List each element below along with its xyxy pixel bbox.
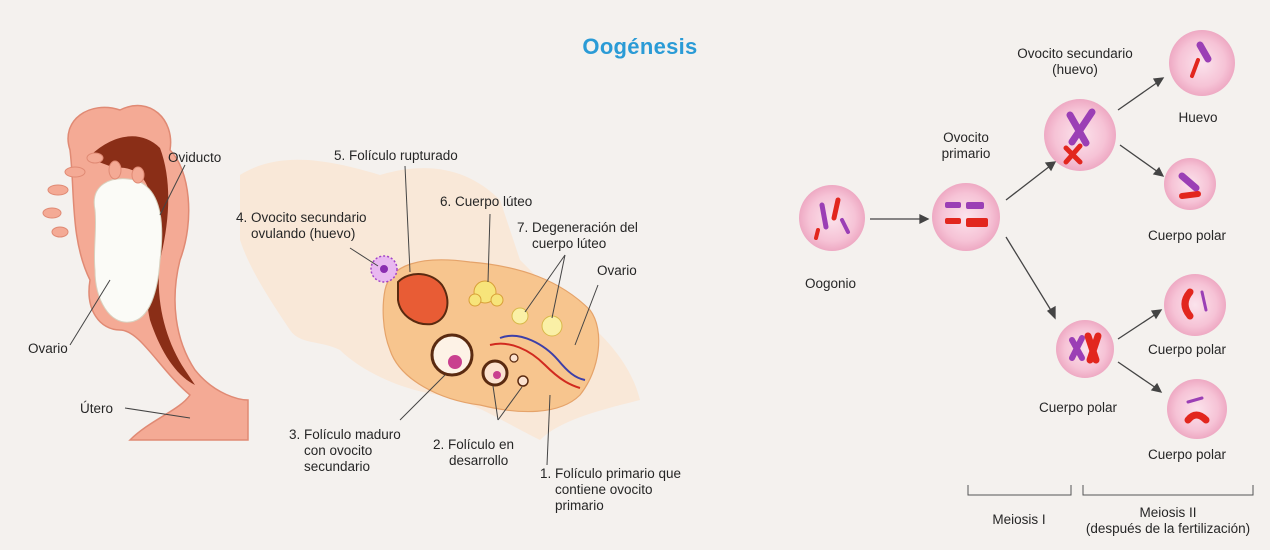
- label-cuerpo-polar-1: Cuerpo polar: [1148, 228, 1226, 244]
- label-foliculo-desarrollo-2: desarrollo: [449, 453, 508, 469]
- meiosis-arrows: [870, 78, 1163, 392]
- label-foliculo-desarrollo-1: 2. Folículo en: [433, 437, 514, 453]
- label-foliculo-maduro-2: con ovocito: [304, 443, 372, 459]
- label-utero: Útero: [80, 401, 113, 417]
- label-foliculo-maduro-3: secundario: [304, 459, 370, 475]
- meiosis-braces: [968, 485, 1253, 495]
- label-cuerpo-luteo: 6. Cuerpo lúteo: [440, 194, 532, 210]
- label-foliculo-primario-2: contiene ovocito: [555, 482, 653, 498]
- label-huevo: Huevo: [1158, 110, 1238, 126]
- mature-follicle: [432, 335, 472, 375]
- label-ovocito-secundario-2: (huevo): [1002, 62, 1148, 78]
- label-cuerpo-polar-3: Cuerpo polar: [1148, 447, 1226, 463]
- label-foliculo-primario-3: primario: [555, 498, 604, 514]
- label-meiosis-2-line2: (después de la fertilización): [1070, 521, 1266, 537]
- label-oviducto: Oviducto: [168, 150, 221, 166]
- label-oogonio: Oogonio: [805, 276, 856, 292]
- label-degeneracion-1: 7. Degeneración del: [517, 220, 638, 236]
- label-ovocito-secundario-1: Ovocito secundario: [1002, 46, 1148, 62]
- label-foliculo-rupturado: 5. Folículo rupturado: [334, 148, 458, 164]
- first-polar-body-cell: [1056, 320, 1114, 378]
- polar-body-cell-3: [1167, 379, 1227, 439]
- label-ovocito-primario-1: Ovocito: [930, 130, 1002, 146]
- primary-oocyte-cell: [932, 183, 1000, 251]
- label-meiosis-1: Meiosis I: [979, 512, 1059, 528]
- label-ovario-section: Ovario: [597, 263, 637, 279]
- label-foliculo-primario-1: 1. Folículo primario que: [540, 466, 681, 482]
- label-ovocito-ovulando-1: 4. Ovocito secundario: [236, 210, 367, 226]
- label-cuerpo-polar-first: Cuerpo polar: [1039, 400, 1117, 416]
- label-cuerpo-polar-2: Cuerpo polar: [1148, 342, 1226, 358]
- label-ovocito-ovulando-2: ovulando (huevo): [251, 226, 355, 242]
- huevo-cell: [1169, 30, 1235, 96]
- label-degeneracion-2: cuerpo lúteo: [532, 236, 606, 252]
- label-ovario-left: Ovario: [28, 341, 68, 357]
- ovary-body: [94, 179, 162, 322]
- label-foliculo-maduro-1: 3. Folículo maduro: [289, 427, 401, 443]
- label-ovocito-primario-2: primario: [930, 146, 1002, 162]
- meiosis-flow: [799, 30, 1253, 495]
- label-meiosis-2-line1: Meiosis II: [1070, 505, 1266, 521]
- polar-body-cell-2: [1164, 274, 1226, 336]
- page-title: Oogénesis: [560, 34, 720, 60]
